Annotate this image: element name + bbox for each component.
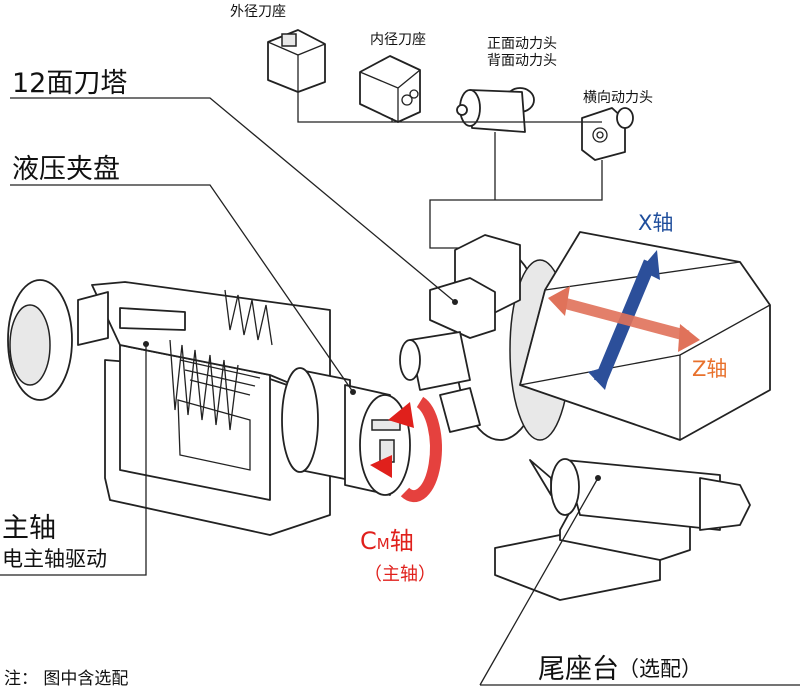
label-id-tool-holder: 内径刀座 bbox=[370, 32, 426, 48]
z-axis-arrow bbox=[548, 286, 700, 352]
od-tool-holder-icon bbox=[267, 29, 326, 93]
leader-chuck bbox=[10, 184, 354, 393]
front-back-live-tool-icon bbox=[456, 87, 535, 133]
cross-live-tool-icon bbox=[581, 107, 634, 161]
cm-suffix: 轴 bbox=[390, 527, 414, 555]
label-tailstock: 尾座台 bbox=[538, 654, 619, 685]
footnote: 注： 图中含选配 bbox=[4, 669, 128, 689]
label-tailstock-optional: （选配） bbox=[618, 657, 702, 681]
label-front-live-tool: 正面动力头 bbox=[487, 36, 557, 52]
id-tool-holder-icon bbox=[359, 55, 421, 123]
cm-m: M bbox=[377, 535, 390, 553]
label-x-axis: X轴 bbox=[638, 211, 673, 235]
label-cm-axis-note: （主轴） bbox=[364, 564, 436, 585]
label-chuck: 液压夹盘 bbox=[12, 154, 120, 185]
leader-spindle bbox=[0, 344, 147, 576]
label-back-live-tool: 背面动力头 bbox=[487, 53, 557, 69]
leader-tailstock bbox=[479, 477, 800, 686]
label-od-tool-holder: 外径刀座 bbox=[230, 4, 286, 20]
tailstock bbox=[494, 458, 751, 601]
label-z-axis: Z轴 bbox=[692, 357, 727, 381]
cm-c: C bbox=[360, 527, 377, 555]
spindle-motor bbox=[7, 279, 73, 401]
label-spindle-drive: 电主轴驱动 bbox=[2, 547, 107, 571]
c-axis-rotation-arrow bbox=[370, 396, 442, 503]
label-cross-live-tool: 横向动力头 bbox=[583, 90, 653, 106]
headstock bbox=[77, 281, 331, 536]
label-cm-axis: CM轴 bbox=[360, 527, 414, 555]
label-turret: 12面刀塔 bbox=[12, 68, 127, 99]
leader-turret bbox=[10, 97, 456, 303]
cross-slide-box bbox=[519, 231, 771, 441]
label-spindle: 主轴 bbox=[2, 513, 56, 544]
